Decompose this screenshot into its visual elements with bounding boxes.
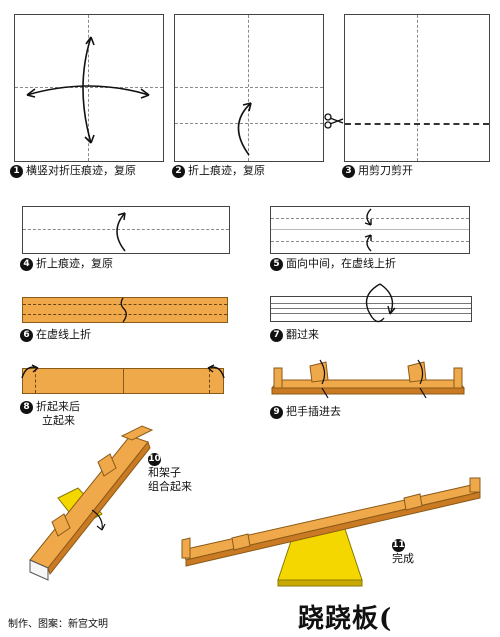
step4-panel — [22, 206, 230, 254]
center-line — [123, 369, 124, 393]
fold-arrows-icon — [26, 36, 150, 144]
horizontal-crease — [23, 229, 229, 230]
horizontal-crease — [15, 87, 163, 88]
layer-line — [271, 313, 471, 314]
step10-assembly — [29, 425, 154, 581]
step1-panel — [14, 14, 164, 162]
fold-line — [35, 369, 36, 393]
credit-text: 制作、图案：新宫文明 — [8, 619, 108, 630]
page-title: 跷跷板( — [298, 604, 393, 634]
step6-strip — [22, 297, 228, 323]
step8-caption-line2: 立起来 — [42, 414, 75, 427]
lower-fold-line — [271, 241, 469, 242]
step2-panel — [174, 14, 324, 162]
quarter-crease — [175, 123, 323, 124]
vertical-crease — [248, 15, 249, 161]
finished-seesaw — [181, 477, 481, 587]
fold-to-center-arrows-icon — [364, 208, 372, 252]
layer-line — [271, 308, 471, 309]
fold-line — [209, 369, 210, 393]
fold-up-arrow-icon — [237, 102, 252, 156]
turn-over-icon — [365, 283, 396, 323]
fold-up-ends-arrows-icon — [21, 364, 225, 379]
vertical-crease — [417, 15, 418, 161]
step10-caption-line1: 和架子 — [148, 466, 181, 479]
step3-panel — [344, 14, 490, 162]
layer-line — [271, 303, 471, 304]
step10-caption: 10 — [148, 452, 161, 466]
middle-crease — [271, 229, 469, 230]
cut-line — [345, 123, 489, 125]
upper-fold-line — [271, 218, 469, 219]
fold-line — [23, 314, 227, 315]
scissors-icon — [324, 113, 344, 129]
step11-caption-line: 完成 — [392, 552, 414, 565]
step7-strip — [270, 296, 472, 322]
step9-board-with-handles — [271, 359, 465, 399]
horizontal-crease — [175, 87, 323, 88]
fold-line — [23, 304, 227, 305]
fold-arrows-icon — [120, 297, 127, 323]
step10-caption-line2: 组合起来 — [148, 480, 192, 493]
step8-strip — [22, 368, 224, 394]
fold-up-arrow-icon — [116, 212, 126, 252]
vertical-crease — [88, 15, 89, 161]
step-number-badge: 1 — [10, 164, 23, 178]
step11-caption: 11 — [392, 538, 405, 552]
step5-panel — [270, 206, 470, 254]
